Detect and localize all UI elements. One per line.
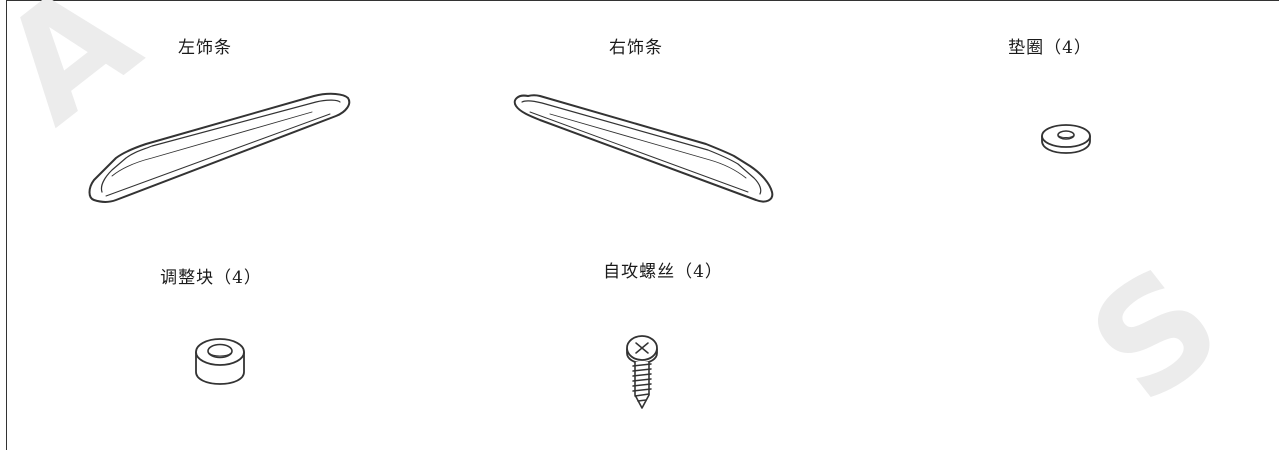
washer-label: 垫圈（4） bbox=[1008, 38, 1092, 58]
self-tapping-screw-icon bbox=[624, 333, 660, 411]
washer-icon bbox=[1040, 122, 1092, 156]
right-trim-strip-icon bbox=[510, 88, 780, 210]
left-trim-strip-drawing bbox=[88, 92, 351, 203]
right-trim-strip-label: 右饰条 bbox=[609, 38, 663, 58]
self-tapping-screw-drawing bbox=[626, 335, 658, 409]
left-trim-strip-icon bbox=[82, 88, 362, 210]
adjustment-block-drawing bbox=[195, 338, 245, 385]
left-trim-strip-label: 左饰条 bbox=[178, 38, 232, 58]
table-frame bbox=[6, 0, 1279, 450]
washer-drawing bbox=[1041, 124, 1091, 154]
self-tapping-screw-label: 自攻螺丝（4） bbox=[603, 262, 723, 282]
adjustment-block-icon bbox=[193, 336, 247, 386]
right-trim-strip-drawing bbox=[513, 94, 774, 203]
adjustment-block-label: 调整块（4） bbox=[160, 268, 262, 288]
